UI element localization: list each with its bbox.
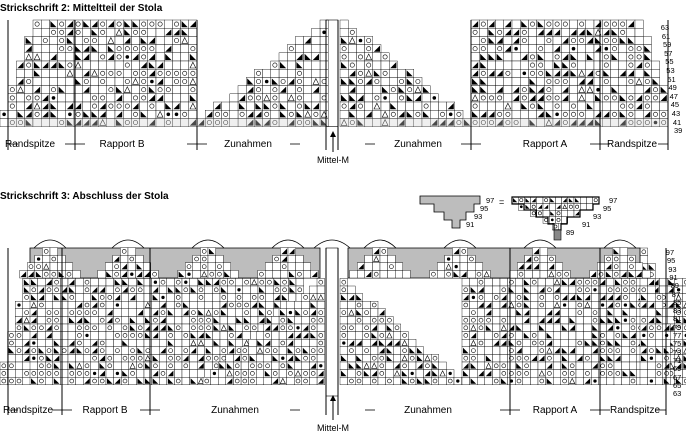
legend-right-number: 91	[582, 220, 591, 229]
legend-right-number: 97	[609, 196, 618, 205]
chart3-label-rapport-a: Rapport A	[532, 405, 578, 416]
chart3-scallop-arc	[33, 239, 67, 249]
chart3-scallop-arc	[271, 239, 305, 249]
chart2-label-zunahmen-right: Zunahmen	[394, 139, 442, 150]
chart3-scallop-arc	[603, 239, 637, 249]
chart2-row-number: 61	[661, 31, 671, 41]
chart2-label-rapport-b: Rapport B	[99, 139, 145, 150]
legend-left-number: 91	[466, 220, 475, 229]
chart3-row-number: 63	[673, 389, 682, 399]
legend-right-number: 95	[603, 204, 612, 213]
chart3-scallop-arc	[191, 239, 225, 249]
chart3-cells	[0, 239, 686, 420]
chart3-row-number: 71	[673, 355, 682, 365]
chart3-row-number: 91	[669, 272, 678, 282]
chart3-row-number: 97	[665, 248, 675, 257]
chart2-row-number: 45	[670, 100, 680, 110]
chart3-row-number: 75	[673, 339, 682, 349]
chart3-scallop-arc	[443, 239, 477, 249]
chart3-label-zunahmen-right: Zunahmen	[404, 405, 452, 416]
chart2-row-number: 49	[668, 83, 677, 93]
chart2-row-number: 63	[660, 23, 670, 32]
chart3-row-number: 81	[673, 314, 682, 324]
chart2-cells	[0, 19, 669, 152]
chart3-row-number: 89	[670, 281, 679, 291]
legend-left-number: 95	[480, 204, 489, 213]
chart3-row-number: 73	[673, 347, 682, 357]
chart2-title: Strickschrift 2: Mitteltteil der Stola	[0, 3, 163, 14]
chart2-row-number: 59	[663, 40, 672, 50]
legend-center-stitch	[553, 229, 562, 241]
chart2-row-number: 39	[674, 126, 683, 136]
chart3-row-number: 83	[673, 306, 682, 316]
chart3-scallop-arc	[523, 239, 557, 249]
chart3-legend	[419, 195, 600, 241]
chart2-label-randspitze-right: Randspitze	[606, 139, 658, 150]
chart2-label-zunahmen-left: Zunahmen	[224, 139, 272, 150]
chart2-row-number: 55	[665, 57, 674, 67]
chart3-row-number: 93	[668, 264, 677, 274]
legend-right-number: 93	[593, 212, 602, 221]
chart3-row-number: 85	[673, 297, 682, 307]
chart3-row-number: 69	[673, 364, 682, 374]
chart3-scallop-arc	[363, 239, 397, 249]
legend-right-number: 89	[566, 228, 575, 237]
legend-left-number: 93	[474, 212, 483, 221]
chart2-row-number: 57	[664, 48, 673, 58]
chart3-center-column	[325, 247, 339, 397]
chart3-label-zunahmen-left: Zunahmen	[211, 405, 259, 416]
chart2-row-number: 47	[669, 91, 678, 101]
legend-equals-sign: =	[499, 197, 505, 207]
chart3-row-number: 65	[673, 380, 682, 390]
chart3-scallop-arc	[111, 239, 145, 249]
chart3-row-number: 79	[673, 322, 682, 332]
legend-shaded-shape	[419, 195, 481, 229]
chart3-row-number: 87	[671, 289, 681, 299]
chart3-label-randspitze-right: Randspitze	[609, 405, 661, 416]
chart2-label-rapport-a: Rapport A	[522, 139, 568, 150]
chart3-row-number: 77	[673, 331, 682, 340]
chart3-label-rapport-b: Rapport B	[82, 405, 128, 416]
chart3-row-number: 67	[673, 372, 682, 382]
chart2-center-label: Mittel-M	[317, 155, 349, 165]
chart3-center-label: Mittel-M	[317, 423, 349, 433]
chart2-row-number: 43	[671, 109, 681, 118]
chart2-label-randspitze-left: Randspitze	[4, 139, 56, 150]
chart2-row-number: 41	[672, 117, 682, 127]
chart2-row-number: 51	[667, 74, 676, 84]
chart3-label-randspitze-left: Randspitze	[2, 405, 54, 416]
chart3-title: Strickschrift 3: Abschluss der Stola	[0, 191, 169, 202]
chart3-row-number: 95	[667, 256, 676, 266]
chart2-row-number: 53	[666, 66, 675, 75]
legend-left-number: 97	[486, 196, 495, 205]
